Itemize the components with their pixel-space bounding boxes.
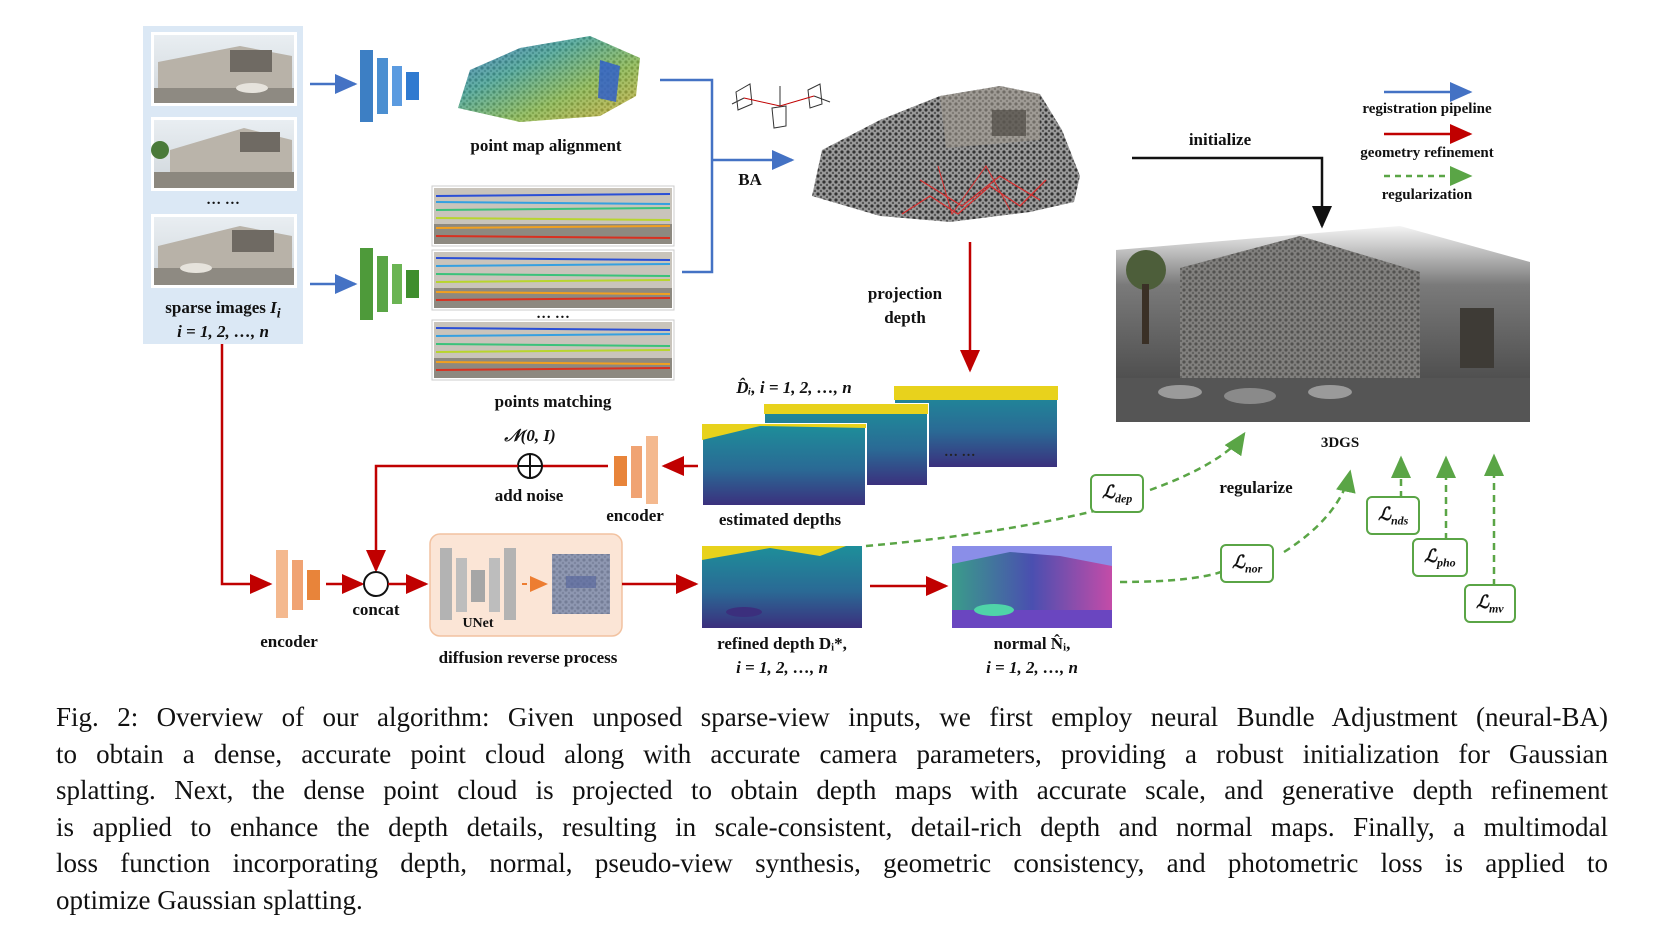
encoder-top-label: encoder bbox=[606, 506, 664, 525]
camera-pose-glyph bbox=[731, 83, 831, 129]
3dgs-label: 3DGS bbox=[1320, 435, 1360, 451]
figure-caption: Fig. 2: Overview of our algorithm: Given… bbox=[56, 699, 1608, 918]
depth-index-label: D̂ᵢ, i = 1, 2, …, n bbox=[736, 378, 852, 397]
caption-line-1: Fig. 2: Overview of our algorithm: Given… bbox=[56, 702, 1608, 732]
loss-nds-sub: nds bbox=[1390, 513, 1409, 528]
loss-pho-symbol: ℒ bbox=[1424, 546, 1437, 566]
ba-label: BA bbox=[738, 170, 762, 189]
loss-nds-box: ℒnds bbox=[1366, 496, 1421, 535]
refined-depth-label: refined depth Dᵢ*, bbox=[717, 634, 847, 653]
loss-normal-sub: nor bbox=[1244, 561, 1263, 576]
point-map-cloud bbox=[458, 36, 640, 122]
caption-line-2: to obtain a dense, accurate point cloud … bbox=[56, 738, 1608, 769]
projection-label: projection bbox=[867, 284, 943, 303]
caption-line-6: optimize Gaussian splatting. bbox=[56, 884, 363, 915]
depth-label: depth bbox=[884, 308, 926, 327]
blue-encoder-network bbox=[360, 50, 419, 122]
caption-line-4: is applied to enhance the depth details,… bbox=[56, 811, 1608, 842]
initialize-label: initialize bbox=[1188, 130, 1252, 149]
input-image-2 bbox=[151, 117, 297, 191]
legend-geometry-label: geometry refinement bbox=[1360, 145, 1494, 161]
input-label-text: sparse images bbox=[165, 298, 271, 317]
normal-label: normal N̂ᵢ, bbox=[993, 634, 1071, 653]
depth-ellipsis: … … bbox=[944, 445, 976, 460]
loss-normal-box: ℒnor bbox=[1220, 544, 1275, 583]
concat-label: concat bbox=[352, 600, 400, 619]
orange-encoder-bottom bbox=[276, 550, 320, 618]
caption-line-5: loss function incorporating depth, norma… bbox=[56, 848, 1608, 878]
unet-label: UNet bbox=[462, 616, 494, 631]
loss-nds-symbol: ℒ bbox=[1378, 504, 1391, 524]
matching-ellipsis: … … bbox=[536, 306, 570, 322]
sparse-images-panel: … … bbox=[143, 26, 303, 344]
estimated-depths-label: estimated depths bbox=[718, 510, 842, 529]
matching-image-1 bbox=[431, 185, 675, 247]
legend-regularization-label: regularization bbox=[1381, 187, 1473, 203]
input-image-3 bbox=[151, 214, 297, 288]
dense-point-cloud bbox=[812, 86, 1080, 222]
concat-node bbox=[363, 571, 389, 597]
loss-mv-symbol: ℒ bbox=[1476, 592, 1489, 612]
loss-depth-symbol: ℒ bbox=[1102, 482, 1115, 502]
loss-mv-sub: mv bbox=[1488, 601, 1504, 616]
method-overview-figure: … … bbox=[143, 26, 1530, 677]
refined-depth-map bbox=[702, 546, 862, 628]
noise-formula-label: 𝒩(0, I) bbox=[504, 426, 556, 445]
orange-encoder-top bbox=[614, 436, 658, 504]
depth-map-stack bbox=[701, 385, 1059, 507]
loss-depth-box: ℒdep bbox=[1090, 474, 1145, 513]
input-image-1 bbox=[151, 32, 297, 106]
loss-pho-box: ℒpho bbox=[1412, 538, 1468, 577]
loss-pho-sub: pho bbox=[1436, 555, 1456, 570]
green-encoder-network bbox=[360, 248, 419, 320]
3dgs-render bbox=[1116, 226, 1530, 422]
diffusion-label: diffusion reverse process bbox=[438, 648, 618, 667]
matching-image-3 bbox=[431, 319, 675, 381]
refined-depth-index: i = 1, 2, …, n bbox=[736, 658, 828, 677]
loss-depth-sub: dep bbox=[1114, 491, 1133, 506]
input-index: i = 1, 2, …, n bbox=[177, 322, 269, 341]
matching-image-2 bbox=[431, 249, 675, 311]
normal-map bbox=[952, 546, 1112, 628]
regularize-label: regularize bbox=[1219, 478, 1293, 497]
legend-registration-label: registration pipeline bbox=[1362, 101, 1492, 117]
input-ellipsis: … … bbox=[206, 192, 240, 208]
points-matching-label: points matching bbox=[494, 392, 612, 411]
loss-mv-box: ℒmv bbox=[1464, 584, 1516, 623]
loss-normal-symbol: ℒ bbox=[1232, 552, 1245, 572]
caption-line-3: splatting. Next, the dense point cloud i… bbox=[56, 775, 1608, 805]
input-subscript: i bbox=[276, 305, 281, 322]
add-noise-label: add noise bbox=[494, 486, 564, 505]
point-map-alignment-label: point map alignment bbox=[470, 136, 622, 155]
encoder-bottom-label: encoder bbox=[260, 632, 318, 651]
normal-index: i = 1, 2, …, n bbox=[986, 658, 1078, 677]
input-symbol: I bbox=[270, 298, 277, 317]
diffusion-block bbox=[429, 533, 623, 637]
input-label: sparse images Ii bbox=[143, 296, 303, 325]
